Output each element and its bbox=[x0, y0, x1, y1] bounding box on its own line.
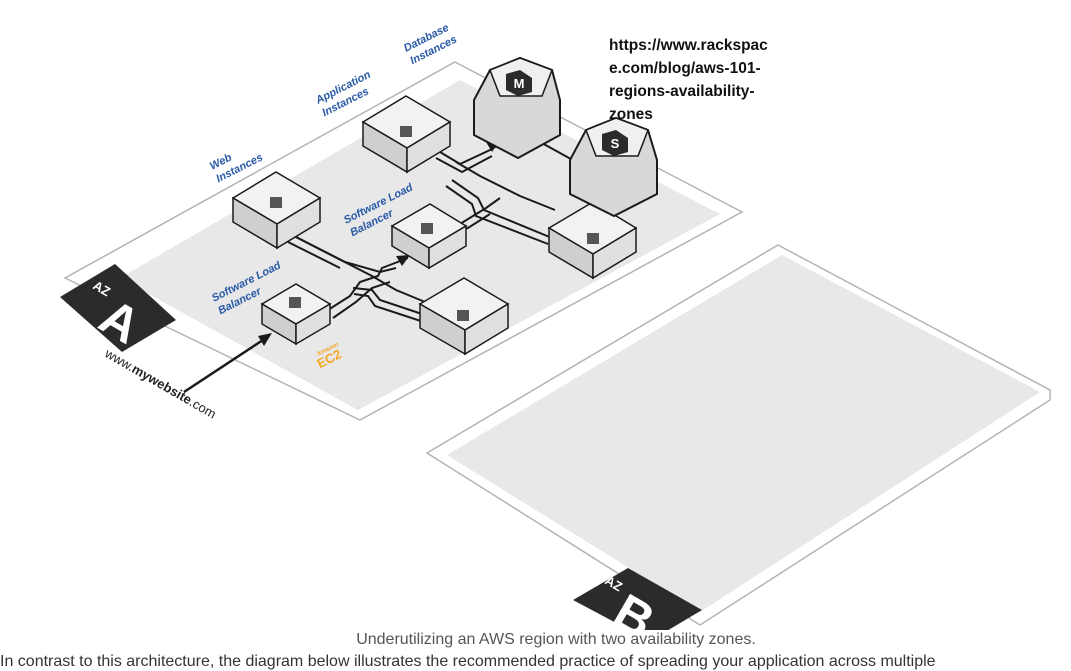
connections bbox=[287, 141, 581, 327]
source-url-line-1: https://www.rackspac bbox=[609, 37, 768, 54]
server-cube-web-2 bbox=[418, 277, 510, 356]
server-cube-web bbox=[231, 171, 322, 250]
database-slave: S bbox=[569, 116, 658, 218]
source-url-line-4: zones bbox=[609, 106, 653, 123]
az-b-zone bbox=[425, 244, 1051, 626]
entry-url-suffix: .com bbox=[187, 394, 219, 421]
server-cube-app-1 bbox=[361, 95, 452, 174]
database-master-letter: M bbox=[514, 76, 525, 91]
label-database-instances: Database Instances bbox=[402, 22, 459, 67]
source-url-line-3: regions-availability- bbox=[609, 83, 755, 100]
source-url-note: https://www.rackspac e.com/blog/aws-101-… bbox=[609, 34, 809, 126]
figure-caption: Underutilizing an AWS region with two av… bbox=[356, 631, 756, 648]
server-cube-slb-app bbox=[390, 203, 468, 270]
server-cube-slb-web bbox=[260, 283, 332, 346]
entry-url-domain: mywebsite bbox=[129, 361, 194, 407]
incoming-traffic-arrow bbox=[183, 333, 272, 394]
body-text-partial: In contrast to this architecture, the di… bbox=[0, 653, 936, 670]
source-url-line-2: e.com/blog/aws-101- bbox=[609, 60, 761, 77]
database-slave-letter: S bbox=[611, 136, 620, 151]
az-b-badge: AZ B bbox=[573, 568, 702, 630]
database-master: M bbox=[473, 56, 561, 160]
entry-url: www.mywebsite.com bbox=[102, 345, 219, 421]
architecture-diagram: AZ A AZ B bbox=[60, 22, 1051, 630]
